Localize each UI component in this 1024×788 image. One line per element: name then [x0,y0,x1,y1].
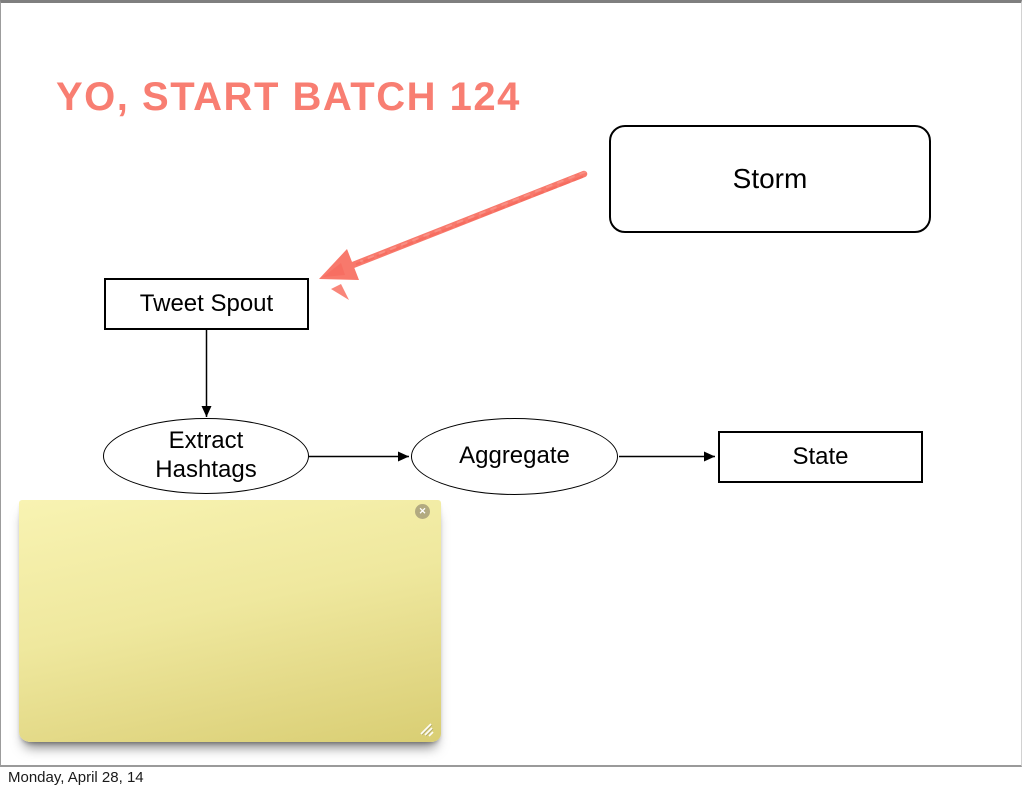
sticky-note[interactable]: ✕ [19,500,441,742]
slide-footer-date: Monday, April 28, 14 [8,769,144,786]
close-icon[interactable]: ✕ [415,504,430,519]
node-storm: Storm [609,125,931,233]
node-state-label: State [792,442,849,470]
node-state: State [718,431,923,483]
hand-drawn-arrow [319,170,588,300]
sticky-note-text[interactable] [31,522,429,720]
node-aggregate: Aggregate [411,418,618,495]
node-extract-hashtags: Extract Hashtags [103,418,309,494]
resize-handle-icon[interactable] [415,718,435,738]
slide-title: YO, START BATCH 124 [56,75,521,119]
node-aggregate-label: Aggregate [459,442,570,470]
node-storm-label: Storm [732,163,808,195]
node-tweet-spout-label: Tweet Spout [139,289,274,317]
slide: YO, START BATCH 124 Storm [0,0,1022,767]
node-tweet-spout: Tweet Spout [104,278,309,330]
node-extract-hashtags-label: Extract Hashtags [155,427,257,483]
